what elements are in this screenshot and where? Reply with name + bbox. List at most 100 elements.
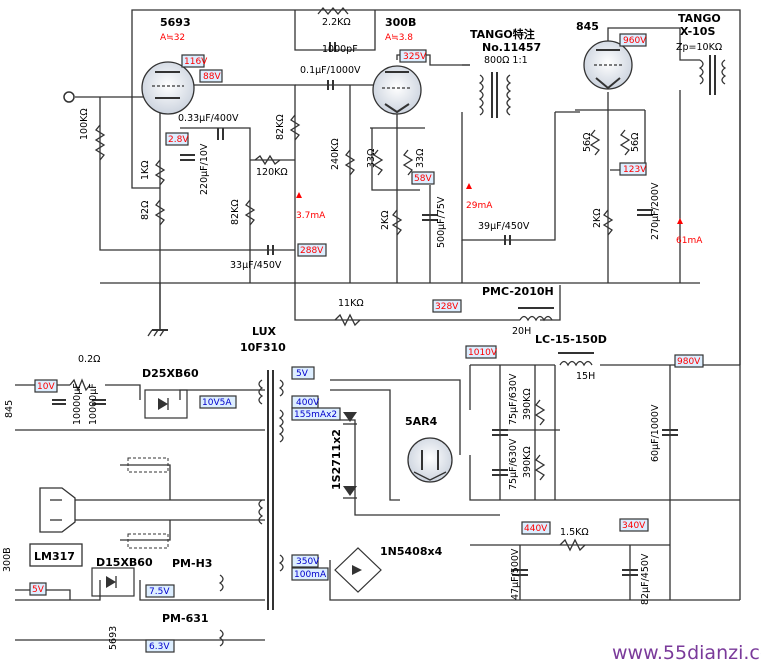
v-123: 123V bbox=[623, 165, 647, 175]
arrow-3-7ma-icon bbox=[296, 192, 302, 198]
capacitors bbox=[52, 42, 678, 576]
bridge-label: 1N5408x4 bbox=[380, 545, 443, 558]
v-1010: 1010V bbox=[468, 348, 498, 358]
component-labels: 5693 A≒32 300B A≒3.8 845 TANGO特注 No.1145… bbox=[2, 12, 761, 664]
r-2k-a-label: 2KΩ bbox=[380, 210, 391, 230]
voltage-labels: 116V 88V 325V 960V 2.8V 58V 123V 288V 32… bbox=[32, 36, 703, 595]
ma-29: 29mA bbox=[466, 201, 493, 211]
c-0-1u-label: 0.1μF/1000V bbox=[300, 65, 361, 76]
d15-label: D15XB60 bbox=[96, 556, 153, 569]
tube-300b-label: 300B bbox=[385, 16, 416, 29]
zp-label: Zp=10KΩ bbox=[676, 42, 722, 53]
rect-5ar4-label: 5AR4 bbox=[405, 415, 438, 428]
pm-h3-label: PM-H3 bbox=[172, 557, 212, 570]
v-5: 5V bbox=[32, 585, 45, 595]
r-82k-b-label: 82KΩ bbox=[230, 199, 241, 225]
v-340: 340V bbox=[622, 521, 646, 531]
connectors bbox=[39, 91, 168, 533]
t-300b-label: 300B bbox=[2, 547, 13, 572]
v-980: 980V bbox=[677, 357, 701, 367]
c-500u-label: 500μF/75V bbox=[436, 196, 447, 248]
tube-845 bbox=[583, 40, 633, 90]
r-56-b-label: 56Ω bbox=[630, 133, 641, 152]
d25-label: D25XB60 bbox=[142, 367, 199, 380]
r-11k-label: 11KΩ bbox=[338, 298, 364, 309]
c-75-b-label: 75μF/630V bbox=[508, 438, 519, 490]
diode-1s-label: 1S2711x2 bbox=[330, 429, 343, 490]
v-288: 288V bbox=[300, 246, 324, 256]
semiconductors bbox=[29, 389, 382, 597]
c-60u-label: 60μF/1000V bbox=[650, 404, 661, 462]
w-5v: 5V bbox=[296, 369, 309, 379]
input-jack-icon bbox=[63, 91, 75, 103]
v-325: 325V bbox=[403, 52, 427, 62]
r-56-a-label: 56Ω bbox=[582, 133, 593, 152]
v-2-8: 2.8V bbox=[168, 135, 189, 145]
tube-300b bbox=[372, 65, 422, 115]
r-120k-label: 120KΩ bbox=[256, 167, 288, 178]
tube-5693 bbox=[141, 61, 195, 115]
c-75-a-label: 75μF/630V bbox=[508, 373, 519, 425]
c-82u-label: 82μF/450V bbox=[640, 553, 651, 605]
r-1k-label: 1KΩ bbox=[140, 160, 151, 180]
r-33-a-label: 33Ω bbox=[366, 149, 377, 168]
c-10000-a-label: 10000μF bbox=[72, 383, 83, 425]
v-10: 10V bbox=[37, 382, 55, 392]
lux-model-label: 10F310 bbox=[240, 341, 286, 354]
w-7-5: 7.5V bbox=[149, 587, 170, 597]
lux-label: LUX bbox=[252, 325, 277, 338]
a-5693-label: A≒32 bbox=[160, 33, 185, 43]
h20-label: 20H bbox=[512, 326, 531, 337]
resistors bbox=[69, 6, 631, 552]
a-300b-label: A≒3.8 bbox=[385, 33, 413, 43]
c-10000-b-label: 10000μF bbox=[88, 383, 99, 425]
c-39u-label: 39μF/450V bbox=[478, 221, 530, 232]
v-328: 328V bbox=[435, 302, 459, 312]
magnetics bbox=[218, 55, 727, 647]
v-440: 440V bbox=[524, 524, 548, 534]
tango-ohm-label: 800Ω 1:1 bbox=[484, 55, 528, 66]
t-5693-label: 5693 bbox=[108, 626, 119, 650]
c-47u-label: 47μF/500V bbox=[510, 548, 521, 600]
tango-no-label: No.11457 bbox=[482, 41, 541, 54]
ground-icon bbox=[147, 329, 168, 337]
lc-label: LC-15-150D bbox=[535, 333, 607, 346]
w-10v5a: 10V5A bbox=[202, 398, 232, 408]
r-2k-b-label: 2KΩ bbox=[592, 208, 603, 228]
v-58: 58V bbox=[414, 174, 432, 184]
c-1000p-label: 1000pF bbox=[322, 44, 358, 55]
c-270u-label: 270μF/200V bbox=[650, 182, 661, 240]
w-155: 155mAx2 bbox=[294, 410, 337, 420]
v-88: 88V bbox=[203, 72, 221, 82]
watermark: www.55dianzi.com bbox=[612, 642, 761, 664]
arrow-29ma-icon bbox=[466, 183, 472, 189]
r-33-b-label: 33Ω bbox=[415, 149, 426, 168]
ma-61: 61mA bbox=[676, 236, 703, 246]
r-82-label: 82Ω bbox=[140, 201, 151, 220]
r-2-2k-label: 2.2KΩ bbox=[322, 17, 351, 28]
r-390-b-label: 390KΩ bbox=[522, 446, 533, 478]
tango-special-label: TANGO特注 bbox=[470, 27, 535, 41]
tango-x10s-line1: TANGO bbox=[678, 12, 721, 25]
tube-845-label: 845 bbox=[576, 20, 599, 33]
r-1-5k-label: 1.5KΩ bbox=[560, 527, 589, 538]
pmc-label: PMC-2010H bbox=[482, 285, 554, 298]
r-240k-label: 240KΩ bbox=[330, 138, 341, 170]
r-0-2-label: 0.2Ω bbox=[78, 354, 100, 365]
tube-5693-label: 5693 bbox=[160, 16, 191, 29]
tango-x10s-line2: X-10S bbox=[680, 25, 715, 38]
w-100: 100mA bbox=[294, 570, 327, 580]
tube-5ar4 bbox=[407, 437, 453, 483]
pm-631-label: PM-631 bbox=[162, 612, 209, 625]
w-400v: 400V bbox=[296, 398, 320, 408]
ma-3-7: 3.7mA bbox=[296, 211, 326, 221]
h15-label: 15H bbox=[576, 371, 595, 382]
r-82k-a-label: 82KΩ bbox=[275, 114, 286, 140]
t-845-label: 845 bbox=[4, 400, 15, 418]
r-100k-label: 100KΩ bbox=[79, 108, 90, 140]
arrow-61ma-icon bbox=[677, 218, 683, 224]
c-33u-label: 33μF/450V bbox=[230, 260, 282, 271]
winding-labels: 5V 10V5A 400V 155mAx2 350V 100mA 7.5V 6.… bbox=[149, 369, 337, 652]
mains-plug-icon bbox=[39, 487, 76, 533]
